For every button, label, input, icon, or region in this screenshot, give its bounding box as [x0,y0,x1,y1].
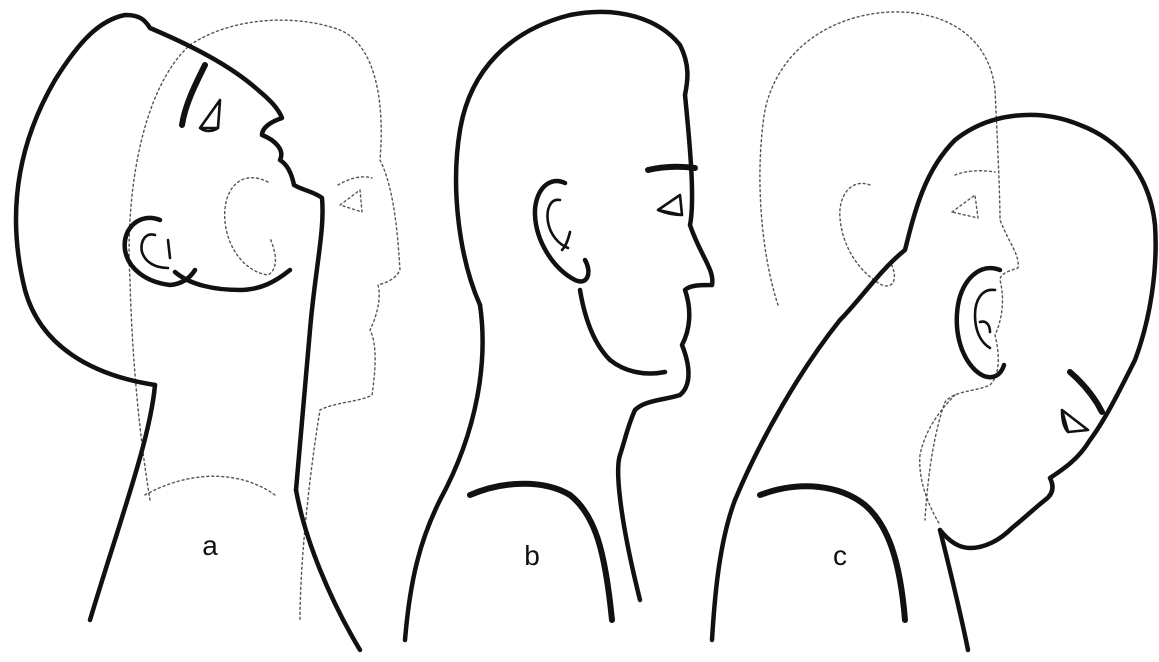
panel-c-jaw [920,395,955,525]
panel-c-head-outline [840,115,1156,548]
panel-b-ear [535,181,588,281]
panel-a: a [16,15,400,650]
panel-a-ear [125,218,195,285]
panel-b: b [405,12,712,640]
panel-a-reference-eye [338,177,372,212]
panel-c-label: c [833,540,847,571]
panel-a-neck-front [296,490,360,650]
panel-b-jaw [580,290,665,374]
panel-b-shoulder [470,484,612,620]
panel-b-neck-back [405,305,483,640]
panel-a-reference-ear [225,178,276,275]
panel-c-neck-back [712,320,840,640]
panel-b-label: b [524,540,540,571]
panel-c: c [712,12,1156,650]
panel-b-ear-inner [548,200,571,250]
panel-a-ear-inner [142,234,170,268]
panel-b-eye [658,195,682,215]
panel-a-label: a [202,530,218,561]
panel-b-brow [648,167,695,170]
panel-c-brow [1070,372,1102,412]
panel-c-reference-eye [952,171,995,218]
panel-a-reference-outline [129,20,400,620]
panel-a-neck-back [90,385,155,620]
panel-a-eye [200,100,220,131]
panel-a-reference-shoulder [145,476,275,495]
panel-c-ear-inner [975,290,995,348]
panel-a-brow [182,65,205,125]
panel-c-eye [1062,410,1088,432]
